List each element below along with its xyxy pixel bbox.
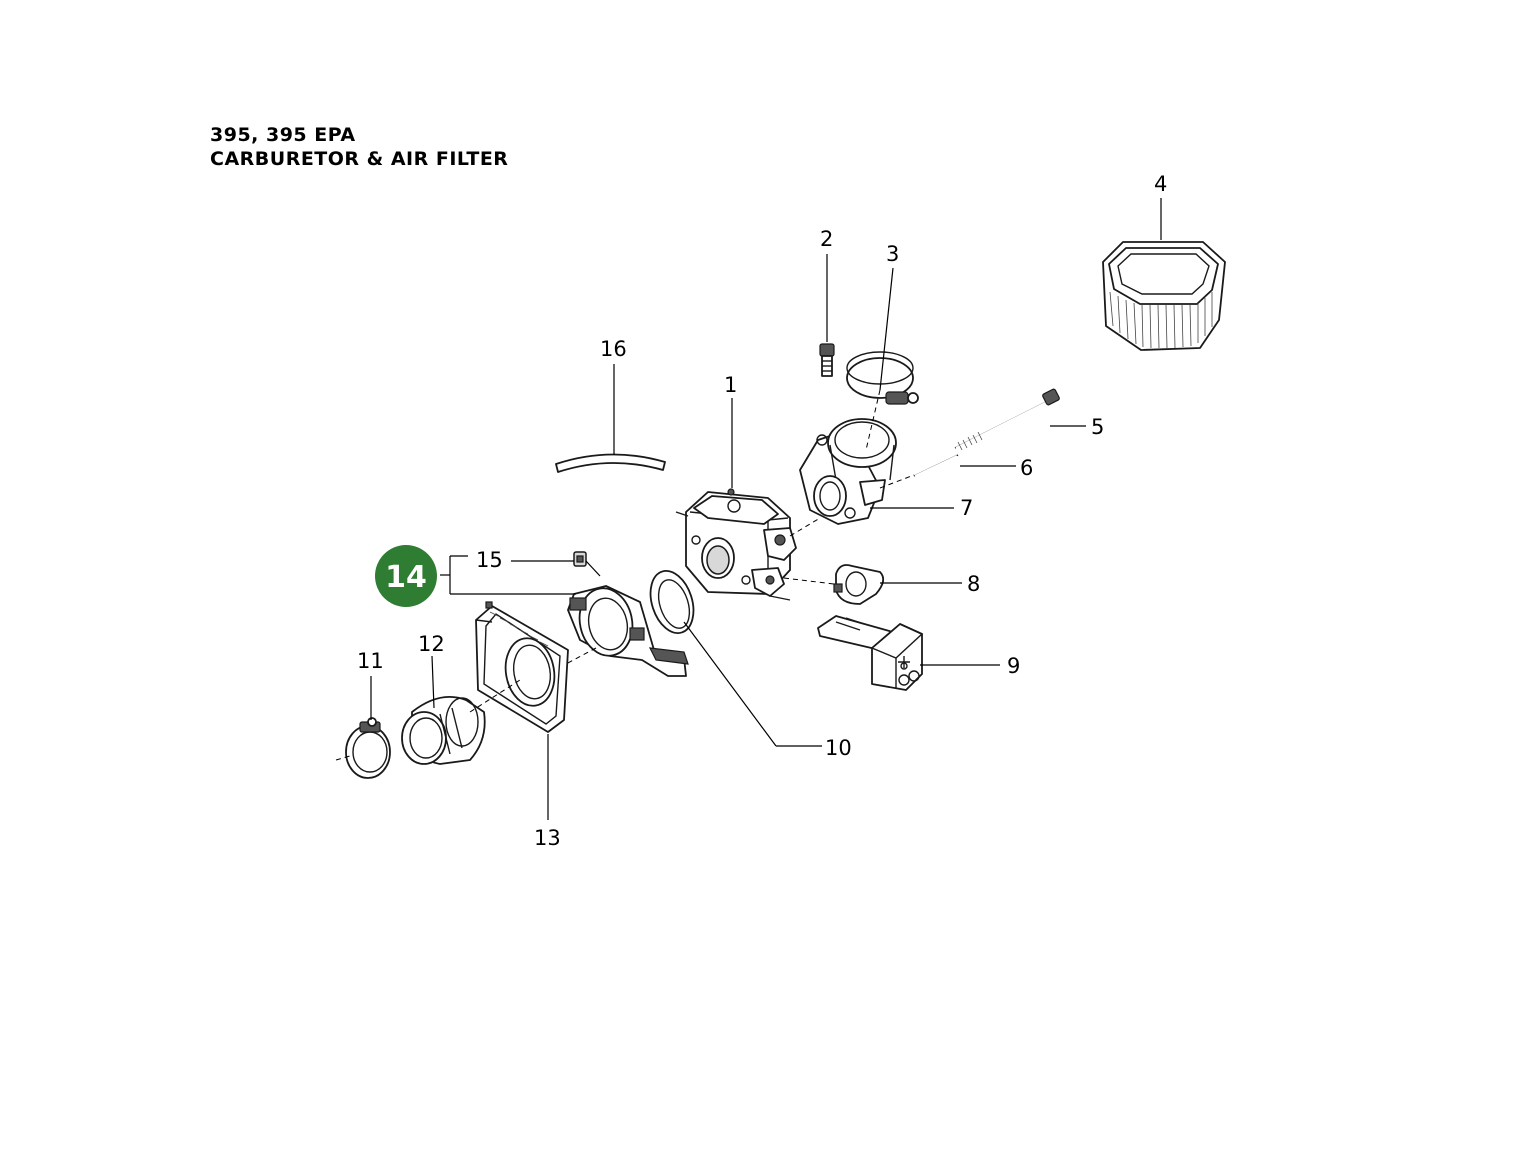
part-8-lever[interactable] (833, 564, 885, 605)
section-title: CARBURETOR & AIR FILTER (210, 148, 509, 170)
highlight-badge-circle (375, 545, 437, 607)
callout-6: 6 (1020, 456, 1033, 480)
leader-lines (335, 198, 1162, 820)
part-1-carburetor[interactable] (675, 488, 797, 601)
part-5-bolt[interactable] (954, 388, 1060, 451)
callout-16: 16 (600, 337, 627, 361)
callout-13: 13 (534, 826, 561, 850)
model-title: 395, 395 EPA (210, 124, 356, 146)
highlight-badge-number: 14 (385, 560, 427, 595)
part-2-screw[interactable] (819, 343, 835, 377)
callout-15: 15 (476, 548, 503, 572)
part-6-pin[interactable] (913, 454, 959, 477)
callout-5: 5 (1091, 415, 1104, 439)
callout-2: 2 (820, 227, 833, 251)
part-13-gasket[interactable] (475, 601, 569, 733)
part-12-intake-boot[interactable] (401, 696, 486, 765)
callout-3: 3 (886, 242, 899, 266)
part-9-bracket[interactable] (817, 615, 924, 691)
callout-labels: 1 2 3 4 5 6 7 8 9 10 11 12 13 15 16 (357, 172, 1167, 850)
highlight-badge-14[interactable]: 14 (375, 545, 437, 607)
callout-1: 1 (724, 373, 737, 397)
part-3-hose-clamp[interactable] (846, 351, 919, 405)
callout-8: 8 (967, 572, 980, 596)
part-11-clamp[interactable] (345, 717, 391, 779)
part-10-ring[interactable] (643, 565, 701, 638)
callout-9: 9 (1007, 654, 1020, 678)
callout-7: 7 (960, 496, 973, 520)
callout-11: 11 (357, 649, 384, 673)
part-15-clip[interactable] (573, 551, 587, 567)
callout-4: 4 (1154, 172, 1167, 196)
part-14-flange-assembly[interactable] (567, 583, 689, 677)
part-16-fuel-hose[interactable] (555, 453, 666, 473)
part-4-air-filter[interactable] (1102, 241, 1226, 351)
part-7-intake-elbow[interactable] (799, 418, 897, 525)
callout-10: 10 (825, 736, 852, 760)
callout-12: 12 (418, 632, 445, 656)
